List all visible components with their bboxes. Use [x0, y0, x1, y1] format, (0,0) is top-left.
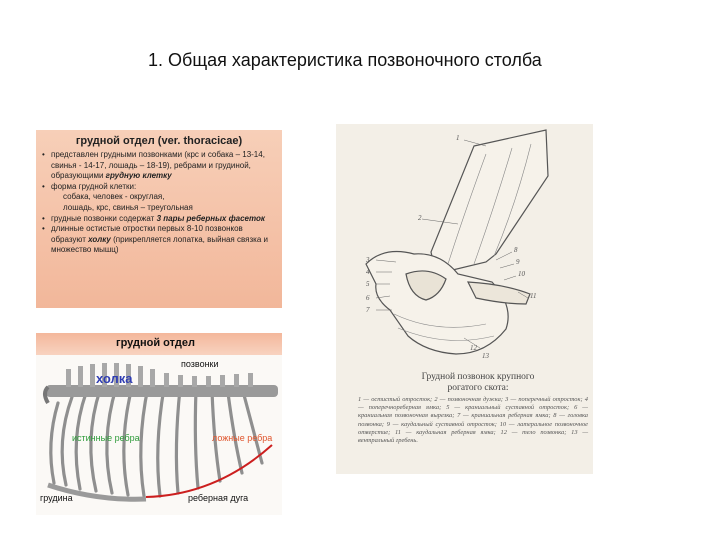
callout-1: 1 [456, 134, 460, 142]
info-list: представлен грудными позвонками (крс и с… [36, 150, 282, 256]
callout-2: 2 [418, 214, 422, 222]
info-bullet-3-text: грудные позвонки содержат [51, 213, 155, 223]
label-false-ribs: ложные ребра [212, 433, 273, 443]
label-costal-arch: реберная дуга [188, 493, 249, 503]
caption-title-line-1: Грудной позвонок крупного [421, 372, 535, 382]
caption-title-line-2: рогатого скота: [447, 383, 509, 393]
info-bullet-2: форма грудной клетки: [42, 182, 276, 193]
callout-8: 8 [514, 246, 518, 254]
figure-caption-body: 1 — остистый отросток; 2 — позвоночная д… [358, 396, 588, 445]
info-sub-2: лошадь, крс, свинья – треугольная [63, 202, 193, 212]
slide-title: 1. Общая характеристика позвоночного сто… [148, 50, 542, 70]
figure-caption-title: Грудной позвонок крупного рогатого скота… [368, 372, 588, 394]
ribcage-illustration-card: грудной отдел [36, 333, 282, 515]
label-vertebrae: позвонки [181, 359, 219, 369]
info-bullet-4-emphasis: холку [88, 234, 111, 244]
ribcage-drawing [43, 363, 278, 502]
ribs-header: грудной отдел [116, 337, 195, 349]
callout-6: 6 [366, 294, 370, 302]
vertebra-drawing [365, 129, 549, 355]
callout-10: 10 [518, 270, 525, 278]
info-bullet-1: представлен грудными позвонками (крс и с… [42, 150, 276, 182]
callout-13: 13 [482, 352, 489, 360]
info-bullet-1-emphasis: грудную клетку [105, 171, 172, 181]
ribs-header-bar: грудной отдел [36, 333, 282, 355]
callout-12: 12 [470, 344, 477, 352]
info-bullet-3-emphasis: 3 пары реберных фасеток [156, 213, 265, 223]
info-bullet-4-text: длинные остистые отростки первых 8-10 по… [51, 224, 243, 244]
label-sternum: грудина [40, 493, 73, 503]
info-bullet-4: длинные остистые отростки первых 8-10 по… [42, 224, 276, 256]
callout-4: 4 [366, 268, 370, 276]
info-bullet-3: грудные позвонки содержат 3 пары реберны… [42, 213, 276, 225]
label-true-ribs: истинные ребра [72, 433, 140, 443]
callout-9: 9 [516, 258, 520, 266]
info-sub-1: собака, человек - округлая, [63, 192, 165, 202]
info-bullet-4-rest: (прикрепляется лопатка, выйная связка и … [51, 234, 268, 255]
thoracic-info-card: грудной отдел (ver. thoracicae) представ… [36, 130, 282, 308]
callout-11: 11 [530, 292, 537, 300]
callout-5: 5 [366, 280, 370, 288]
label-withers: холка [96, 371, 133, 386]
callout-7: 7 [366, 306, 370, 314]
info-bullet-1-text: представлен грудными позвонками (крс и с… [51, 150, 265, 181]
callout-3: 3 [366, 256, 370, 264]
vertebra-figure: 1 2 3 4 5 6 7 8 9 10 11 12 13 Грудной по… [336, 124, 593, 474]
info-card-header: грудной отдел (ver. thoracicae) [75, 135, 243, 147]
